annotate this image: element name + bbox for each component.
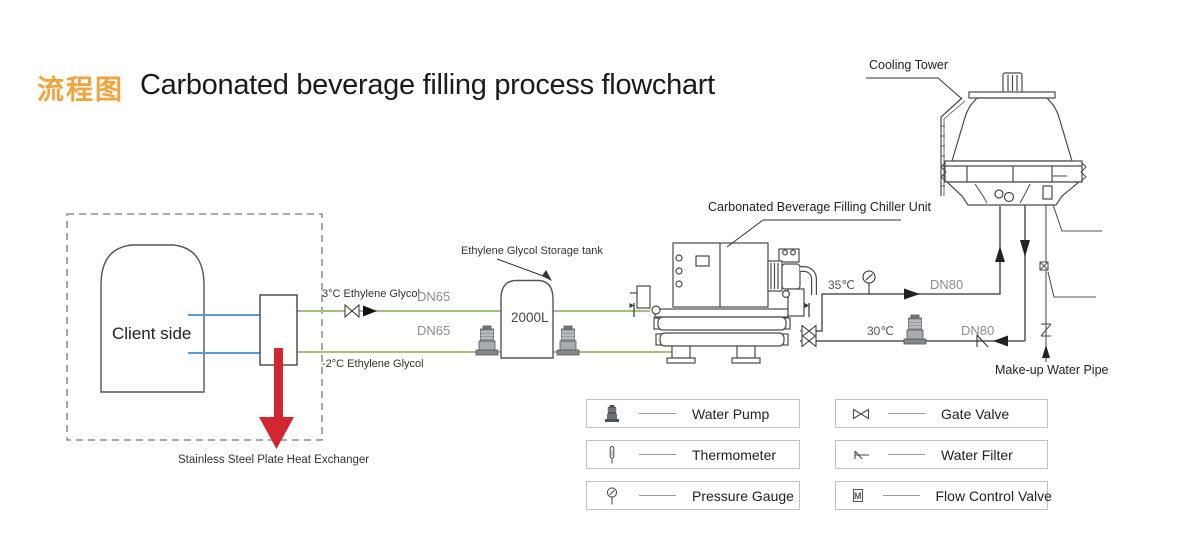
legend-item-pressure-gauge: Pressure Gauge bbox=[586, 481, 800, 510]
dn65-supply-label: DN65 bbox=[417, 289, 451, 304]
legend-label: Thermometer bbox=[692, 446, 777, 463]
heat-exchanger-label: Stainless Steel Plate Heat Exchanger bbox=[178, 454, 370, 466]
flow-arrow-up bbox=[995, 246, 1005, 262]
flow-arrow-supply bbox=[363, 305, 377, 317]
gate-valve-supply bbox=[344, 303, 360, 319]
legend-item-water-pump: Water Pump bbox=[586, 399, 800, 428]
legend-label: Water Filter bbox=[941, 446, 1013, 463]
dn80-out-label: DN80 bbox=[930, 277, 964, 292]
page-tag-cn: 流程图 bbox=[37, 75, 124, 105]
pipe-cooling-out bbox=[815, 206, 1001, 332]
flow-arrow-in bbox=[993, 335, 1008, 347]
flow-arrow-down bbox=[1020, 240, 1030, 257]
cooling-tower-label: Cooling Tower bbox=[869, 58, 948, 72]
water-pump-icon bbox=[605, 404, 619, 422]
flow-control-valve-icon: M bbox=[853, 489, 863, 502]
red-arrow bbox=[259, 348, 294, 449]
storage-tank bbox=[500, 279, 554, 359]
legend-item-water-filter: Water Filter bbox=[835, 440, 1048, 469]
legend-label: Flow Control Valve bbox=[935, 487, 1052, 504]
client-side-label: Client side bbox=[112, 324, 192, 343]
cooling-out-temp-label: 35℃ bbox=[828, 278, 855, 292]
flow-control-valve-letter: M bbox=[854, 490, 862, 501]
makeup-flow-arrow bbox=[1042, 345, 1050, 358]
legend-label: Gate Valve bbox=[941, 405, 1010, 422]
gate-valve-icon bbox=[852, 408, 870, 419]
thermometer-symbol-left bbox=[629, 303, 635, 317]
dn65-return-label: DN65 bbox=[417, 323, 451, 338]
chiller-label-leader bbox=[726, 219, 901, 248]
legend-dash bbox=[639, 495, 676, 496]
thermometer-symbol-right bbox=[804, 303, 810, 317]
makeup-water-pipe bbox=[1039, 195, 1102, 362]
glycol-pump-2 bbox=[556, 325, 580, 356]
storage-tank-leader bbox=[496, 258, 552, 281]
flow-control-valve-lower bbox=[801, 334, 817, 348]
water-filter-symbol bbox=[976, 334, 989, 348]
legend-item-gate-valve: Gate Valve bbox=[835, 399, 1048, 428]
flow-arrow-out bbox=[904, 288, 920, 300]
legend-dash bbox=[882, 495, 920, 496]
cooling-water-pump bbox=[903, 314, 927, 345]
makeup-water-label: Make-up Water Pipe bbox=[995, 363, 1109, 377]
cooling-in-temp-label: 30℃ bbox=[867, 324, 894, 338]
pressure-gauge-icon bbox=[606, 486, 618, 504]
storage-tank-label: Ethylene Glycol Storage tank bbox=[461, 245, 603, 257]
page-title: Carbonated beverage filling process flow… bbox=[140, 69, 715, 101]
client-tank bbox=[100, 244, 205, 393]
legend-dash bbox=[639, 454, 676, 455]
legend-dash bbox=[888, 454, 925, 455]
tower-label-leader bbox=[866, 77, 963, 100]
chiller-unit-drawing bbox=[630, 242, 817, 364]
thermometer-icon bbox=[609, 445, 615, 463]
legend-dash bbox=[888, 413, 925, 414]
pressure-gauge-symbol bbox=[862, 270, 876, 294]
tank-capacity-label: 2000L bbox=[511, 310, 549, 325]
legend-label: Pressure Gauge bbox=[692, 487, 794, 504]
legend-item-flow-control-valve: M Flow Control Valve bbox=[835, 481, 1052, 510]
chiller-unit-label: Carbonated Beverage Filling Chiller Unit bbox=[708, 200, 932, 214]
legend-dash bbox=[639, 413, 676, 414]
glycol-return-label: -2°C Ethylene Glycol bbox=[322, 358, 424, 370]
dn80-in-label: DN80 bbox=[961, 323, 995, 338]
legend-label: Water Pump bbox=[692, 405, 770, 422]
water-filter-icon bbox=[854, 450, 869, 459]
glycol-pump-1 bbox=[475, 325, 499, 356]
glycol-supply-label: 3°C Ethylene Glycol bbox=[322, 288, 420, 300]
cooling-tower-drawing bbox=[940, 72, 1087, 206]
flow-control-valve-upper bbox=[800, 324, 817, 338]
legend-item-thermometer: Thermometer bbox=[586, 440, 800, 469]
